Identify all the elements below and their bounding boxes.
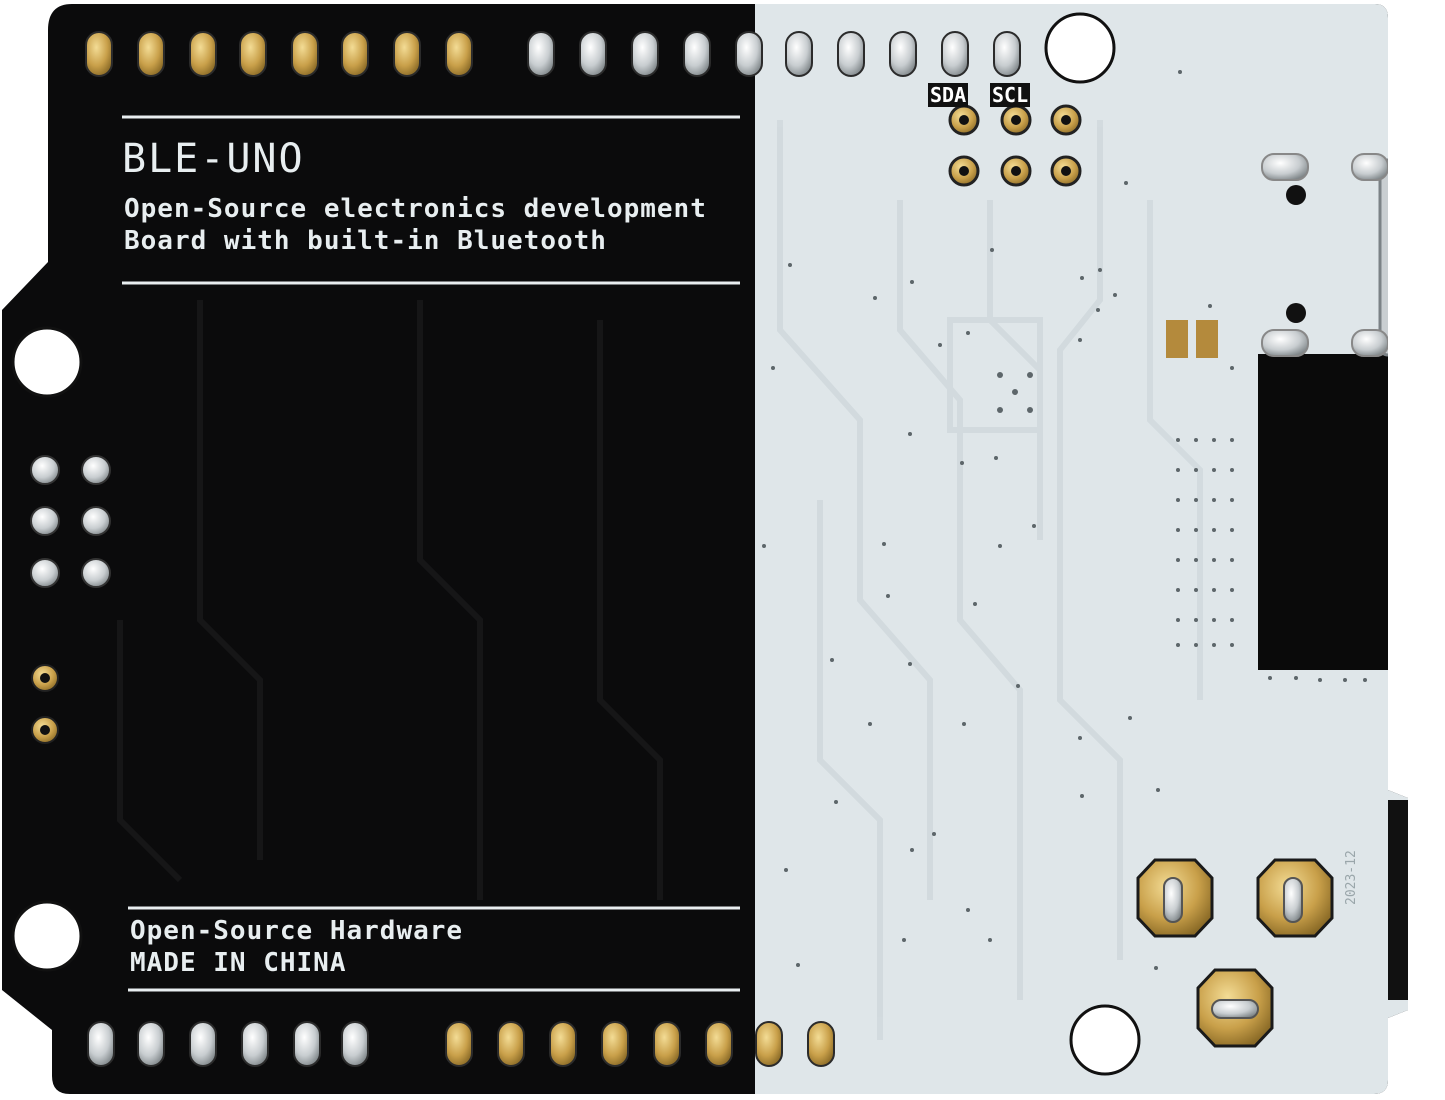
date-code-label: 2023-12 xyxy=(1344,850,1359,905)
board-title: BLE-UNO xyxy=(122,136,305,182)
open-source-hardware-label: Open-Source Hardware xyxy=(130,916,464,946)
sda-label: SDA xyxy=(928,83,969,107)
scl-label: SCL xyxy=(990,83,1031,107)
board-description-line1: Open-Source electronics development xyxy=(124,194,707,224)
made-in-china-label: MADE IN CHINA xyxy=(130,948,347,978)
top-header-gold-pins xyxy=(85,31,1021,77)
board-description-line2: Board with built-in Bluetooth xyxy=(124,226,607,256)
